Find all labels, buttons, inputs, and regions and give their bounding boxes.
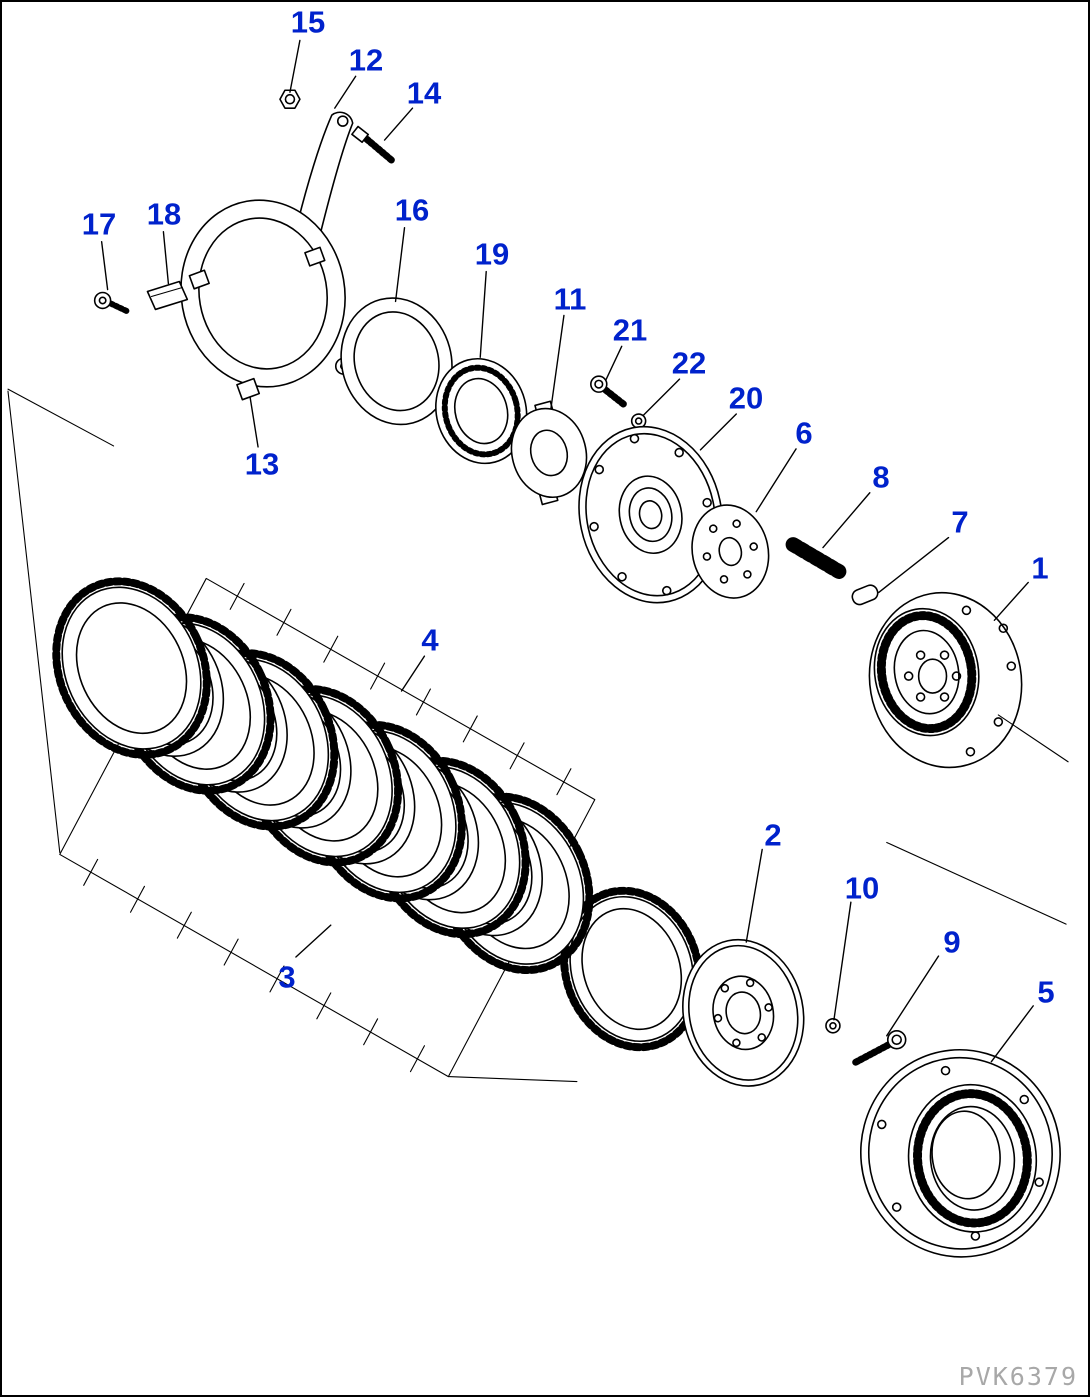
part-12-lever (180, 111, 354, 401)
part-label-16: 16 (394, 192, 430, 228)
part-13-tab (236, 377, 261, 401)
part-10-washer (825, 1018, 841, 1034)
part-1-clutch-hub (868, 591, 1023, 769)
part-label-1: 1 (1031, 550, 1049, 586)
part-21-bolt (590, 375, 629, 409)
clutch-disc-stack-parts-3-4 (29, 557, 617, 995)
part-label-22: 22 (671, 345, 707, 381)
separated-clutch-disc (560, 886, 704, 1052)
part-label-18: 18 (146, 196, 182, 232)
part-22-washer (630, 413, 647, 429)
part-17-screw (93, 291, 131, 315)
part-11-hub (510, 400, 588, 506)
part-18-pad (146, 280, 189, 311)
part-label-4: 4 (421, 622, 439, 658)
part-label-15: 15 (290, 4, 326, 40)
part-label-6: 6 (795, 415, 813, 451)
part-15-nut (279, 89, 301, 109)
part-label-12: 12 (348, 42, 384, 78)
construction-lines (7, 388, 596, 1083)
part-label-7: 7 (951, 504, 969, 540)
part-label-3: 3 (278, 959, 296, 995)
part-8-spring (785, 537, 847, 579)
part-label-17: 17 (81, 206, 117, 242)
leader-lines (100, 39, 1069, 1063)
part-5-clutch-drum (859, 1048, 1061, 1258)
part-19-grooved-ring (435, 357, 528, 465)
part-20-cover-plate (578, 425, 724, 604)
part-7-pin (851, 584, 879, 606)
part-label-9: 9 (943, 924, 961, 960)
part-label-20: 20 (728, 380, 764, 416)
part-label-5: 5 (1037, 974, 1055, 1010)
part-16-ring (334, 297, 455, 426)
part-label-10: 10 (844, 870, 880, 906)
part-6-disc (691, 504, 770, 599)
part-2-plate (682, 938, 805, 1087)
lever-lug-right (304, 246, 326, 267)
part-label-11: 11 (553, 281, 587, 317)
part-label-13: 13 (244, 446, 280, 482)
part-label-21: 21 (612, 312, 648, 348)
part-9-bolt (851, 1029, 907, 1067)
part-label-14: 14 (406, 75, 442, 111)
lever-lug-left (188, 269, 210, 290)
part-14-bolt (351, 125, 397, 165)
part-label-8: 8 (872, 459, 890, 495)
watermark-code: PVK6379 (958, 1362, 1078, 1391)
part-label-2: 2 (764, 817, 782, 853)
part-label-19: 19 (474, 236, 510, 272)
